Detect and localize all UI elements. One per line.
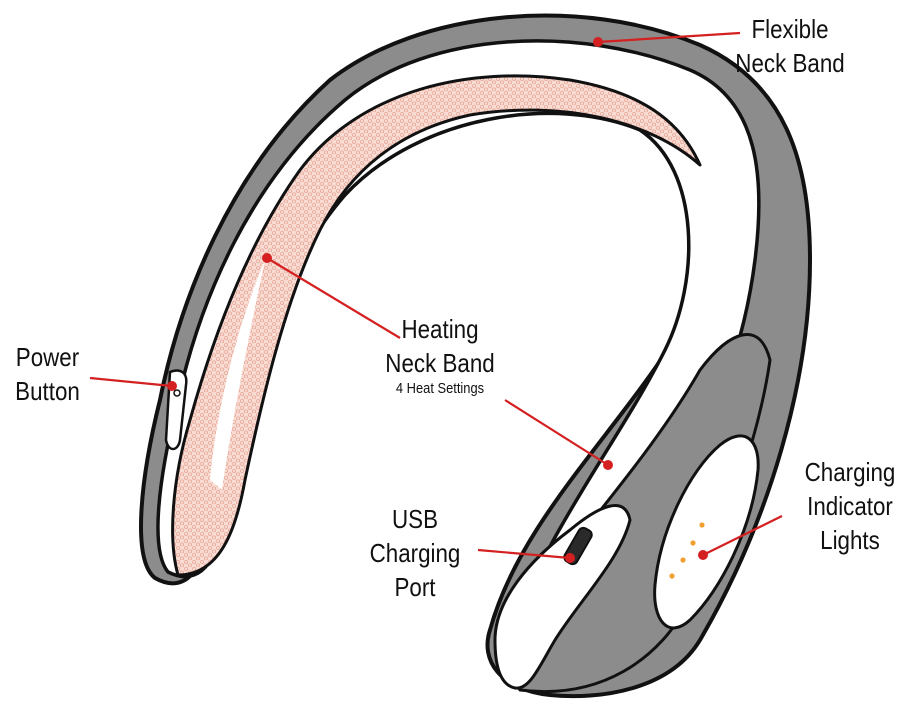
dot-heat-settings [603,460,613,470]
indicator-light [680,557,685,562]
dot-flexible [593,37,603,47]
label-power-button: Power Button [7,340,89,408]
dot-usb [565,553,575,563]
indicator-light [690,540,695,545]
indicator-light [669,573,674,578]
label-flexible-neck-band: Flexible Neck Band [730,12,850,80]
indicator-light [699,522,704,527]
label-heat-settings: 4 Heat Settings [380,380,500,398]
label-charging-indicator-lights: Charging Indicator Lights [794,455,906,557]
dot-indicator [698,550,708,560]
label-heating-neck-band: Heating Neck Band 4 Heat Settings [370,312,510,398]
dot-power [167,381,177,391]
dot-heating [262,253,272,263]
leader-heat-settings [505,400,608,465]
leader-power [90,378,172,386]
label-usb-charging-port: USB Charging Port [363,502,466,604]
